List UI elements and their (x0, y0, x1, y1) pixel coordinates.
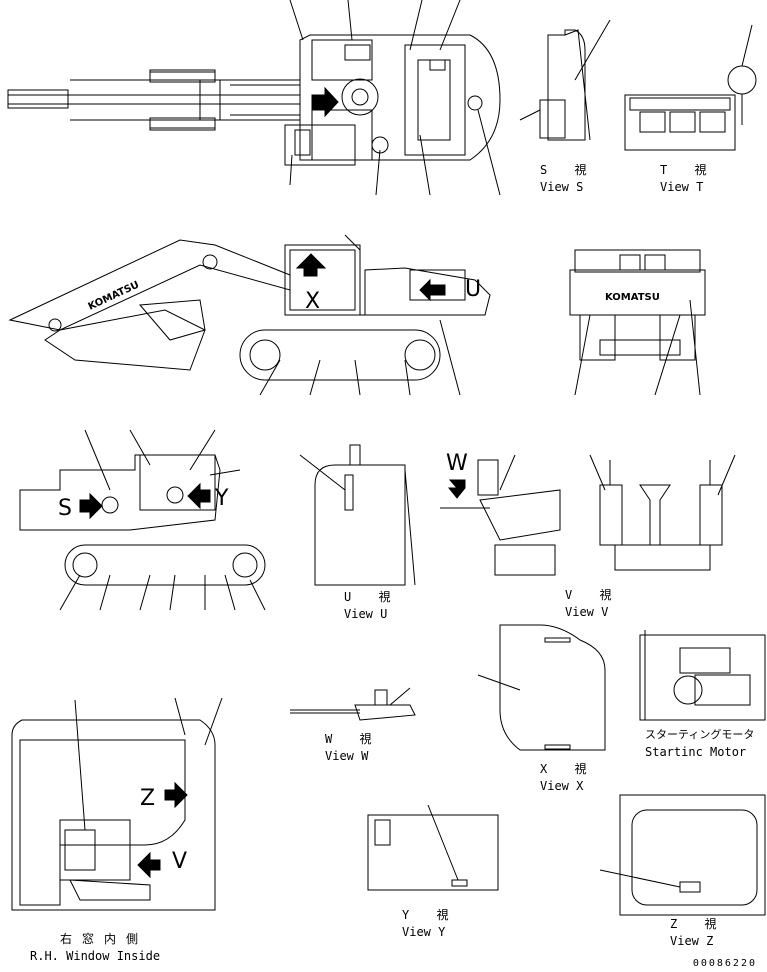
view-v-jp: V 視 (565, 588, 622, 602)
view-t-en: View T (660, 180, 704, 194)
side-view-left: KOMATSU X U (8, 234, 491, 396)
brand-label-rear: KOMATSU (605, 292, 660, 303)
side-view-right: S Y (19, 429, 266, 611)
view-s-jp: S 視 (540, 163, 597, 177)
view-v-en: View V (565, 605, 609, 619)
rh-window-jp: 右窓内側 (60, 932, 149, 946)
letter-w: W (446, 451, 468, 476)
view-x-jp: X 視 (540, 762, 597, 776)
view-x-panel (477, 624, 606, 751)
letter-z: Z (140, 786, 155, 811)
view-w-seat: W (440, 451, 561, 576)
view-w-small (290, 687, 416, 721)
view-z-en: View Z (670, 934, 714, 948)
rh-window-inside: Z V (11, 697, 223, 911)
view-t-drawing (624, 24, 757, 151)
view-y-jp: Y 視 (402, 908, 459, 922)
rear-view: KOMATSU (569, 249, 706, 396)
view-y-en: View Y (402, 925, 446, 939)
view-z-window (599, 794, 766, 916)
view-w-jp: W 視 (325, 732, 382, 746)
rh-window-en: R.H. Window Inside (30, 949, 161, 963)
view-y-panel (367, 804, 499, 891)
view-u-en: View U (344, 607, 388, 621)
view-s-en: View S (540, 180, 584, 194)
letter-y-side: Y (214, 486, 229, 511)
view-v-levers (589, 454, 736, 571)
view-t-jp: T 視 (660, 163, 717, 177)
view-u-jp: U 視 (344, 590, 401, 604)
document-id: 00086220 (692, 958, 757, 969)
starting-motor-en: Startinc Motor (645, 745, 747, 759)
letter-x-side: X (305, 289, 320, 314)
view-u-drawing (299, 444, 416, 586)
top-plan-view (7, 0, 501, 196)
starting-motor-drawing (639, 630, 766, 721)
view-w-en: View W (325, 749, 369, 763)
view-s-drawing (519, 19, 611, 141)
letter-u-side: U (465, 277, 481, 302)
view-x-en: View X (540, 779, 584, 793)
starting-motor-jp: スターティングモータ (645, 728, 755, 741)
view-z-jp: Z 視 (670, 917, 727, 931)
letter-s: S (58, 496, 72, 521)
letter-v-cab: V (172, 849, 187, 874)
